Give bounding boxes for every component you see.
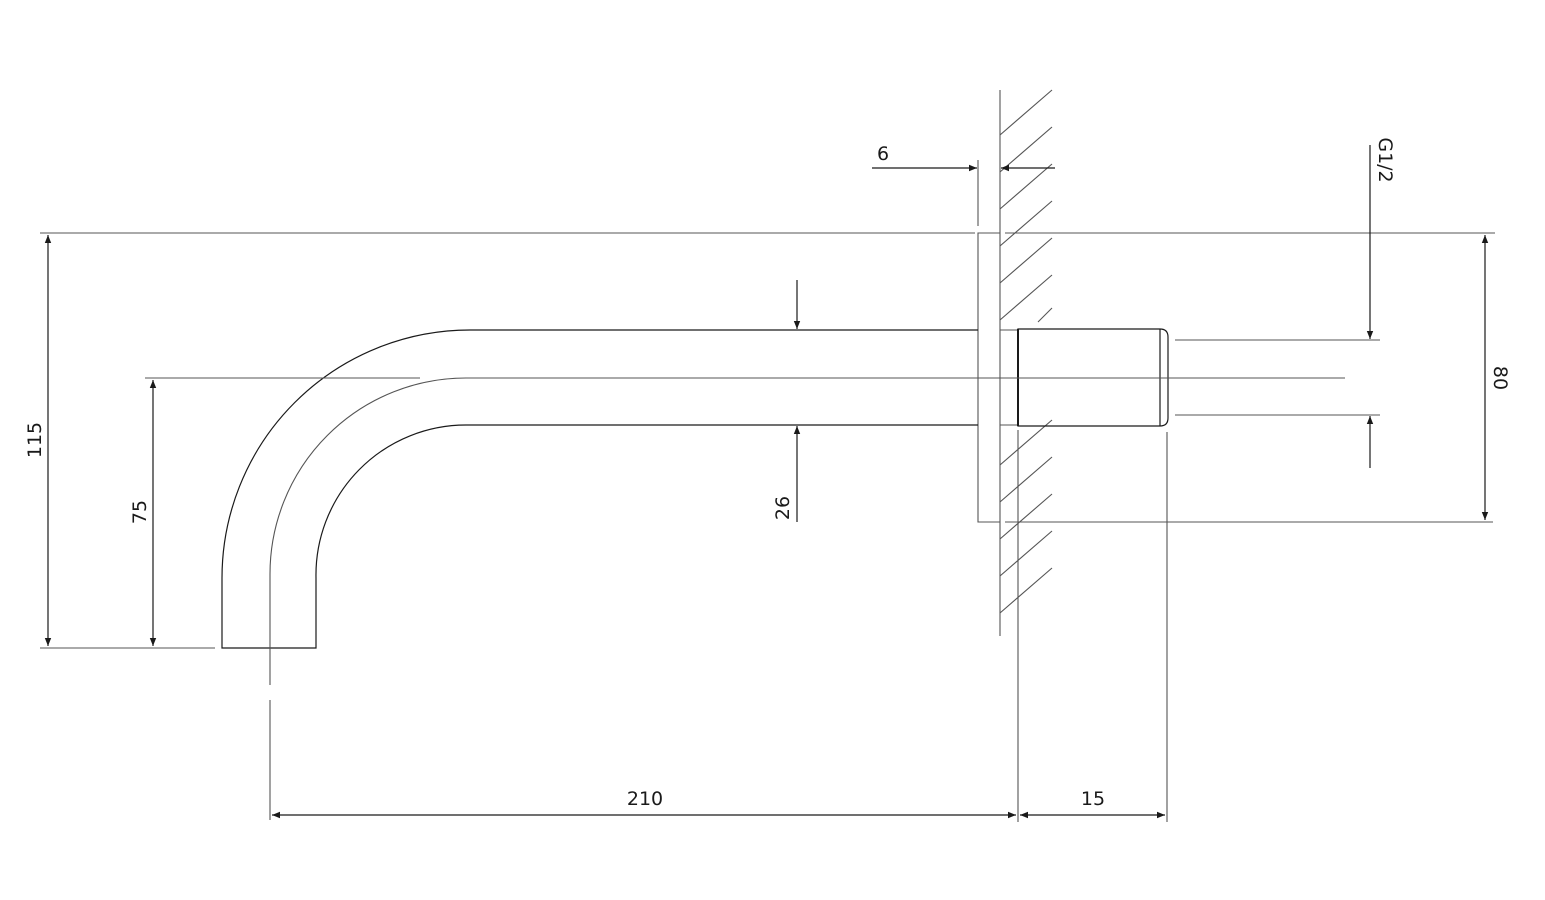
dimension-115: 115 — [24, 235, 52, 646]
dimension-75: 75 — [129, 380, 157, 646]
hatch-line — [999, 163, 1053, 210]
extension-lines — [40, 160, 1495, 822]
hatch-line — [999, 567, 1053, 614]
dimension-label-6: 6 — [877, 143, 889, 165]
dimension-label-115: 115 — [24, 422, 46, 458]
hatch-line — [999, 200, 1053, 247]
hatch-line — [999, 126, 1053, 173]
hatch-line — [999, 456, 1053, 503]
dimension-80: 80 — [1481, 235, 1511, 520]
dimension-label-210: 210 — [627, 788, 663, 810]
hatch-line — [999, 419, 1053, 466]
dimension-label-80: 80 — [1489, 366, 1511, 390]
wall — [999, 89, 1053, 636]
dimension-label-thread: G1/2 — [1374, 137, 1396, 182]
dimension-label-15: 15 — [1081, 788, 1105, 810]
dimension-15: 15 — [1020, 788, 1165, 819]
dimension-label-26: 26 — [772, 496, 794, 520]
hatch-line — [999, 237, 1053, 284]
dimension-26: 26 — [772, 280, 801, 522]
dimension-thread: G1/2 — [1366, 137, 1396, 468]
wall-hatching — [999, 89, 1053, 614]
hatch-line — [999, 274, 1053, 321]
dimension-6: 6 — [872, 143, 1055, 172]
hatch-line — [999, 89, 1053, 136]
dimension-label-75: 75 — [129, 500, 151, 524]
spout-pipe — [221, 329, 1345, 820]
dimension-210: 210 — [272, 788, 1016, 819]
hatch-line — [999, 530, 1053, 577]
hatch-line — [999, 493, 1053, 540]
hatch-line — [1037, 307, 1053, 323]
